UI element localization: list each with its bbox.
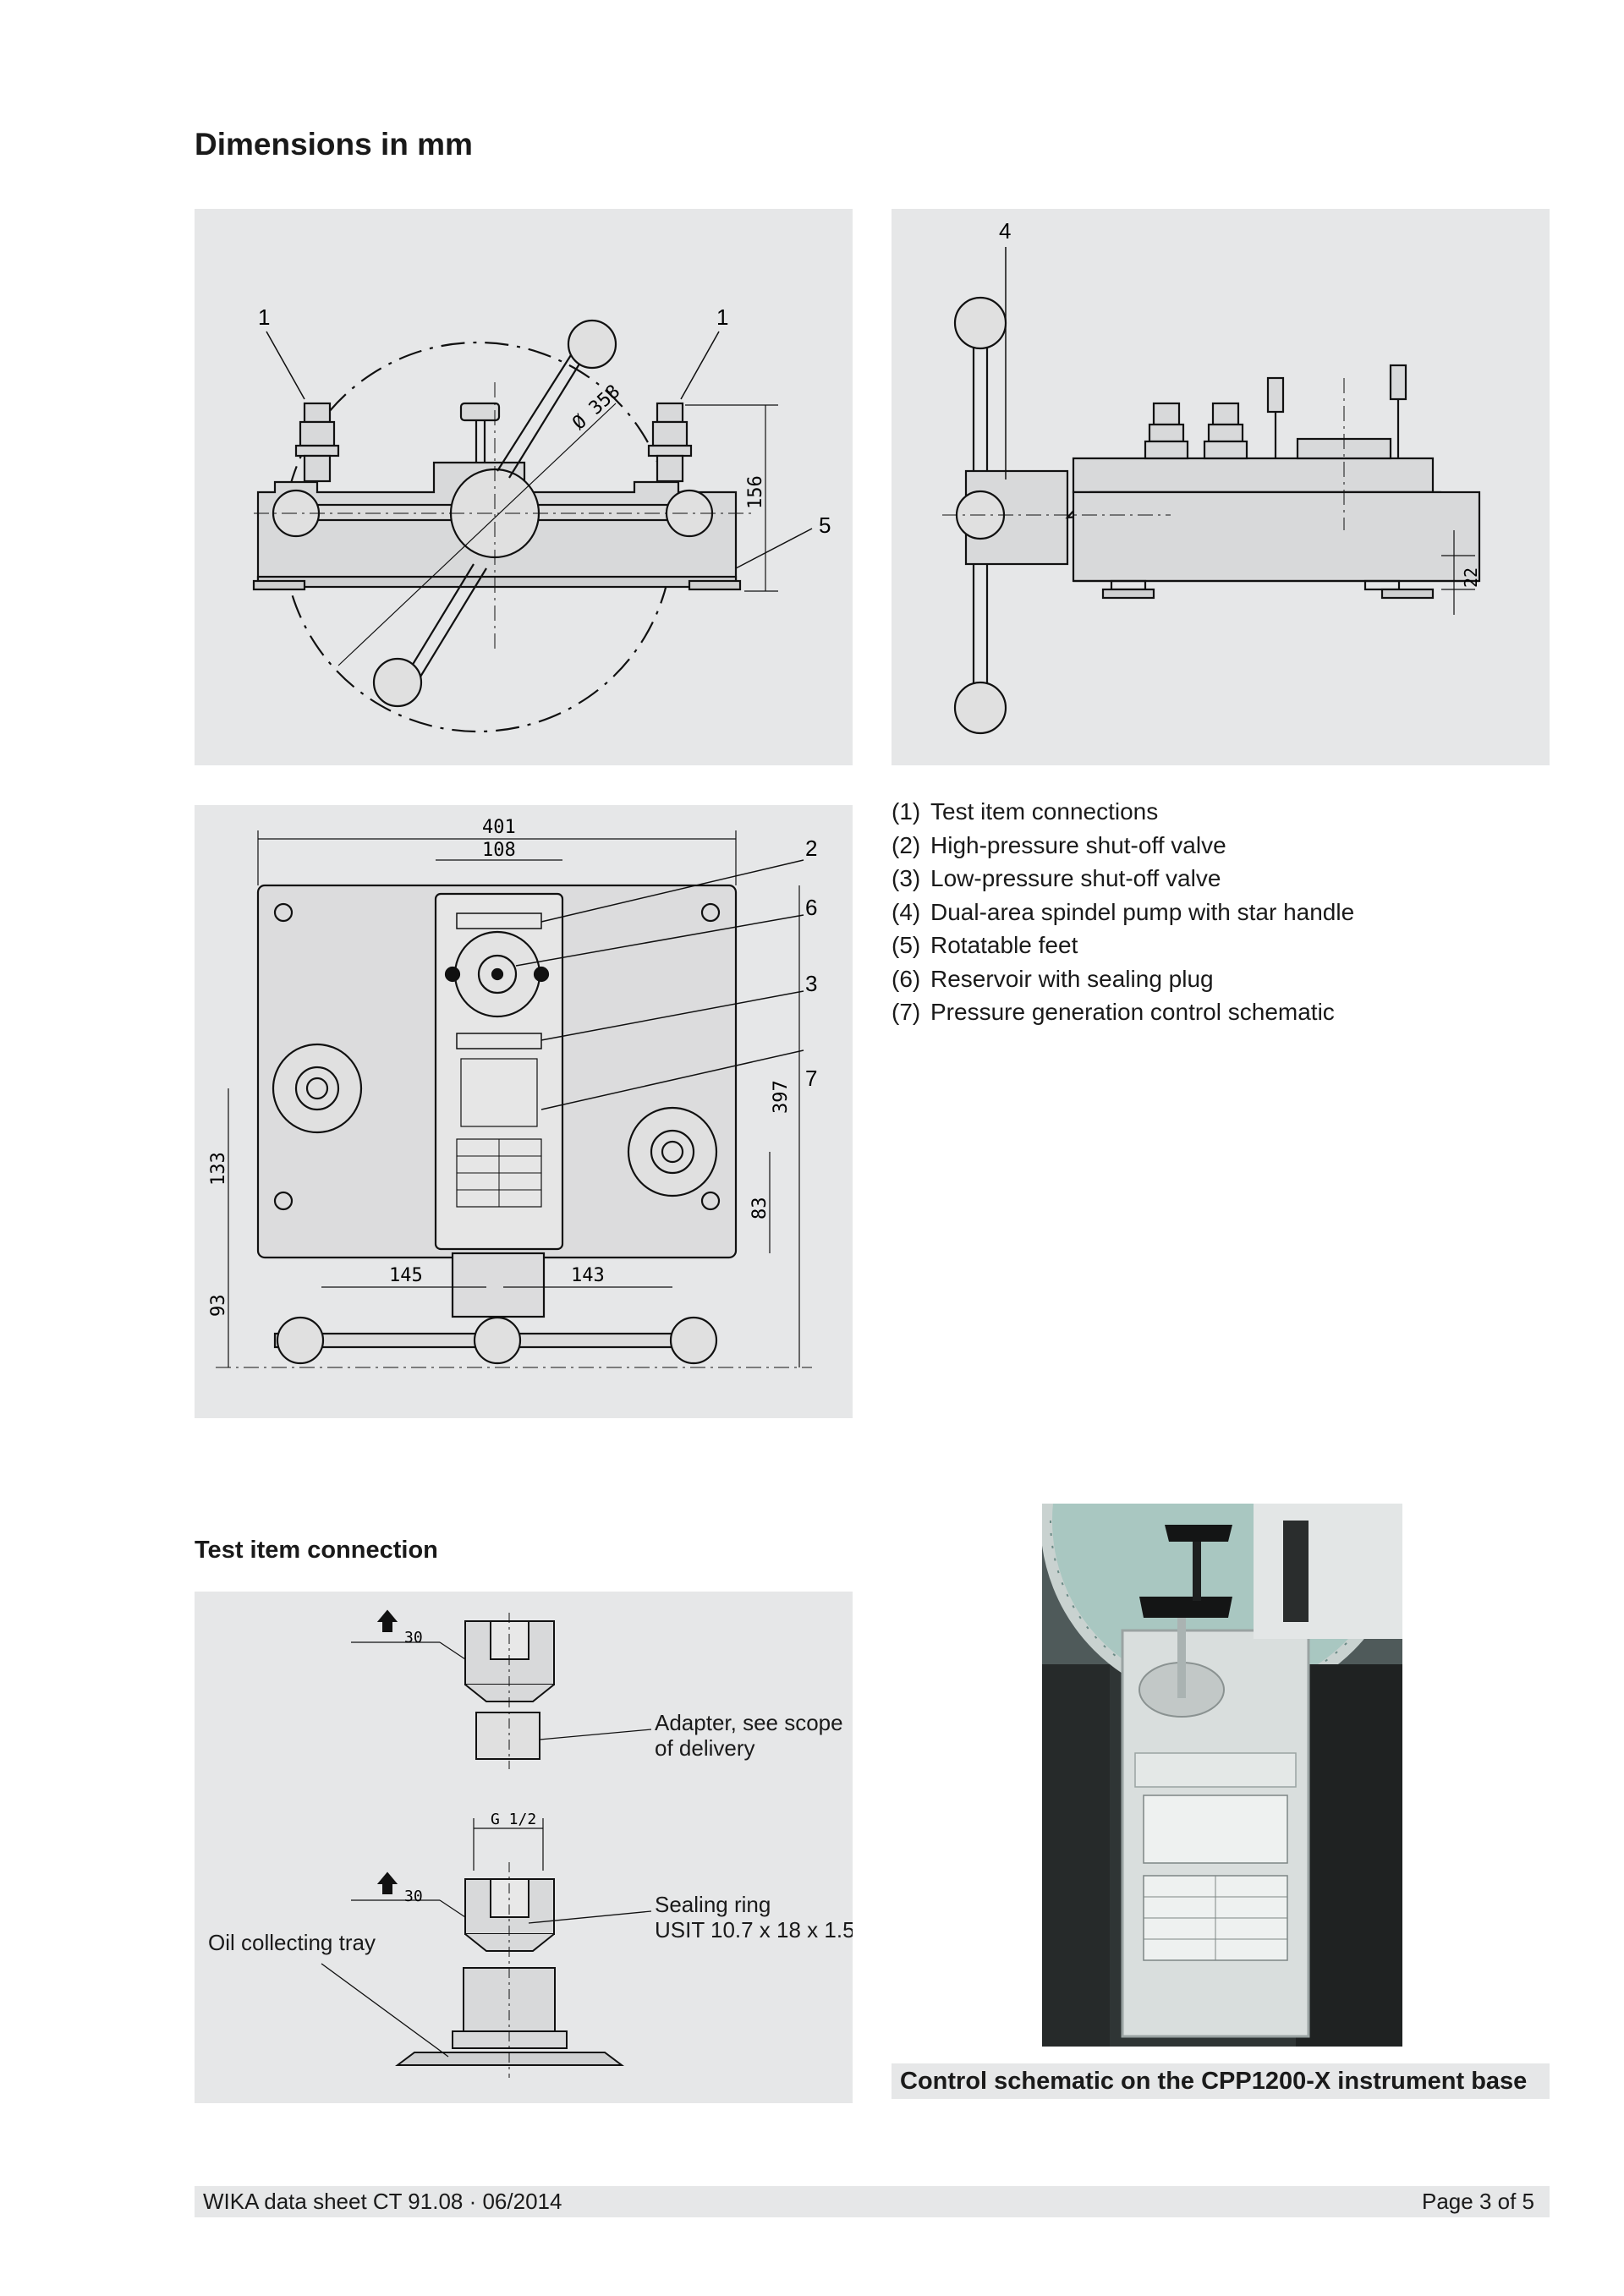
dim-right-offset: 143 xyxy=(571,1265,605,1286)
side-view-drawing: 4 22 xyxy=(892,209,1550,765)
callout-1-left: 1 xyxy=(258,304,270,330)
dim-left-offset: 145 xyxy=(389,1265,423,1286)
dim-left-port: 133 xyxy=(208,1152,229,1186)
callout-6: 6 xyxy=(805,895,817,920)
sealing-ring-label: Sealing ring USIT 10.7 x 18 x 1.5 xyxy=(655,1892,853,1943)
footer-source: WIKA data sheet CT 91.08 · 06/2014 xyxy=(203,2189,562,2214)
photo-caption: Control schematic on the CPP1200-X instr… xyxy=(892,2063,1550,2099)
connection-drawing: 30 30 G 1/2 Adapter, see scope of delive… xyxy=(195,1592,853,2103)
legend-item: (6)Reservoir with sealing plug xyxy=(892,965,1214,992)
thread-size: G 1/2 xyxy=(491,1811,536,1828)
page-title: Dimensions in mm xyxy=(195,127,473,162)
dim-depth: 397 xyxy=(771,1080,792,1114)
callout-4: 4 xyxy=(999,218,1011,244)
dim-width: 401 xyxy=(482,817,516,838)
legend-list: (1)Test item connections (2)High-pressur… xyxy=(892,795,1354,1029)
callout-3: 3 xyxy=(805,971,817,996)
top-view-svg: 401 108 397 133 83 93 145 143 2 6 3 7 xyxy=(208,817,817,1368)
side-body xyxy=(1072,490,1481,583)
legend-item: (7)Pressure generation control schematic xyxy=(892,999,1335,1025)
callout-7: 7 xyxy=(805,1066,817,1091)
oil-tray-label: Oil collecting tray xyxy=(208,1930,376,1955)
callout-2: 2 xyxy=(805,836,817,861)
legend-item: (4)Dual-area spindel pump with star hand… xyxy=(892,898,1355,925)
dim-right-port: 83 xyxy=(749,1197,771,1220)
instrument-base-photo xyxy=(1042,1504,1402,2047)
dim-handle: 93 xyxy=(208,1295,229,1318)
page-number: Page 3 of 5 xyxy=(1422,2189,1534,2214)
front-view-drawing: 1 1 5 Ø 358 156 xyxy=(195,209,853,765)
legend-item: (3)Low-pressure shut-off valve xyxy=(892,865,1221,891)
photo-svg xyxy=(1042,1504,1402,2047)
callout-5: 5 xyxy=(819,512,831,538)
connection-svg: 30 30 G 1/2 xyxy=(321,1609,652,2078)
legend-item: (2)High-pressure shut-off valve xyxy=(892,831,1226,858)
dim-diameter: Ø 358 xyxy=(568,381,624,435)
wrench-size-bottom: 30 xyxy=(404,1888,423,1905)
dim-height: 156 xyxy=(745,475,766,509)
connection-subtitle: Test item connection xyxy=(195,1537,438,1564)
callout-1-right: 1 xyxy=(716,304,728,330)
adapter-label: Adapter, see scope of delivery xyxy=(655,1710,843,1761)
page-footer: WIKA data sheet CT 91.08 · 06/2014 Page … xyxy=(195,2186,1550,2217)
side-view-svg: 4 22 xyxy=(942,218,1481,735)
legend-item: (1)Test item connections xyxy=(892,798,1159,825)
front-view-svg: 1 1 5 Ø 358 156 xyxy=(252,304,831,733)
top-view-drawing: 401 108 397 133 83 93 145 143 2 6 3 7 xyxy=(195,805,853,1418)
legend-item: (5)Rotatable feet xyxy=(892,932,1078,958)
wrench-size-top: 30 xyxy=(404,1629,423,1647)
dim-center: 108 xyxy=(482,840,516,861)
dim-feet-height: 22 xyxy=(1461,567,1481,588)
